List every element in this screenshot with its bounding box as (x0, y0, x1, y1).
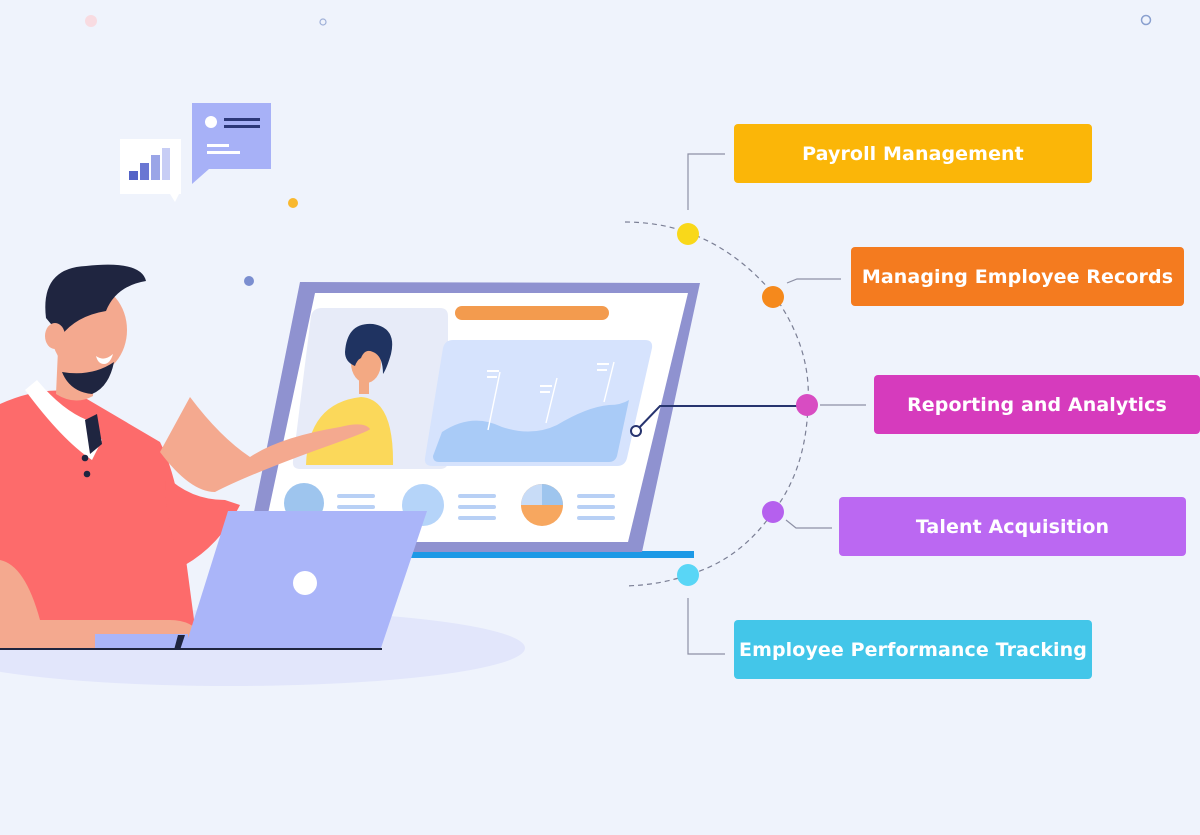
laptop (0, 511, 427, 650)
payroll-dot (677, 223, 699, 245)
feature-label: Reporting and Analytics (907, 393, 1167, 416)
talent-dot (762, 501, 784, 523)
decorative-dots (85, 14, 1152, 286)
records-dot (762, 286, 784, 308)
feature-label: Managing Employee Records (861, 265, 1174, 288)
feature-arc (624, 153, 866, 655)
performance-tracking-card[interactable]: Employee Performance Tracking (734, 620, 1092, 679)
feature-label: Payroll Management (802, 142, 1024, 165)
person-illustration (0, 264, 370, 650)
employee-records-card[interactable]: Managing Employee Records (851, 247, 1184, 306)
feature-label: Talent Acquisition (915, 515, 1110, 538)
feature-label: Employee Performance Tracking (739, 638, 1087, 661)
area-chart-icon (424, 340, 653, 466)
reporting-analytics-card[interactable]: Reporting and Analytics (874, 375, 1200, 434)
performance-dot (677, 564, 699, 586)
talent-acquisition-card[interactable]: Talent Acquisition (839, 497, 1186, 556)
reporting-dot (796, 394, 818, 416)
person-avatar-icon (306, 323, 394, 465)
chart-connector (630, 405, 806, 437)
bar-chart-icon (120, 139, 181, 202)
chat-bubble-icon (192, 103, 271, 184)
payroll-management-card[interactable]: Payroll Management (734, 124, 1092, 183)
